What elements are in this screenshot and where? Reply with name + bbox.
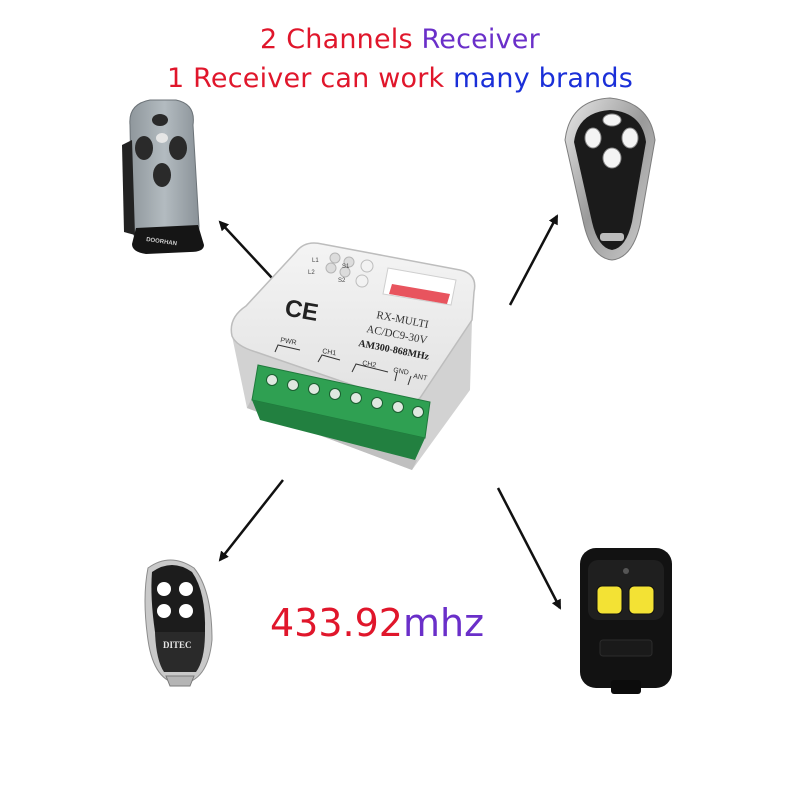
remote-top-left: DOORHAN [122,99,204,254]
term-gnd-label: GND [393,367,410,377]
headline-line-1: 2 Channels Receiver [0,26,800,53]
frequency-label: 433.92mhz [270,604,484,642]
term-pwr-label: PWR [280,337,297,347]
led-l2-label: L2 [308,270,315,276]
receiver-box: L1 L2 S1 S2 CE RX-MULTI AC/DC9-30V AM300… [230,242,476,470]
headline-compat: 1 Receiver can work [167,63,454,94]
arrow-top-right [508,214,559,306]
frequency-unit: mhz [402,601,485,645]
ditec-label: DITEC [163,640,192,650]
headline-receiver: Receiver [421,24,540,55]
term-ch2-label: CH2 [362,360,377,369]
doorhan-label: DOORHAN [146,237,178,247]
arrow-bottom-right [496,487,562,610]
headline-channels: 2 Channels [260,24,422,55]
ce-mark: CE [283,295,321,327]
term-ant-label: ANT [413,373,429,382]
remote-top-right [564,97,656,261]
arrow-bottom-left [218,479,284,562]
frequency-number: 433.92 [270,601,403,645]
headline-line-2: 1 Receiver can work many brands [0,65,800,92]
remote-bottom-left: DITEC [144,559,213,687]
led-s2-label: S2 [338,278,346,284]
headline-brands: many brands [453,63,633,94]
term-ch1-label: CH1 [322,348,337,357]
led-s1-label: S1 [342,264,350,270]
led-l1-label: L1 [312,258,319,264]
remote-bottom-right [580,548,672,694]
